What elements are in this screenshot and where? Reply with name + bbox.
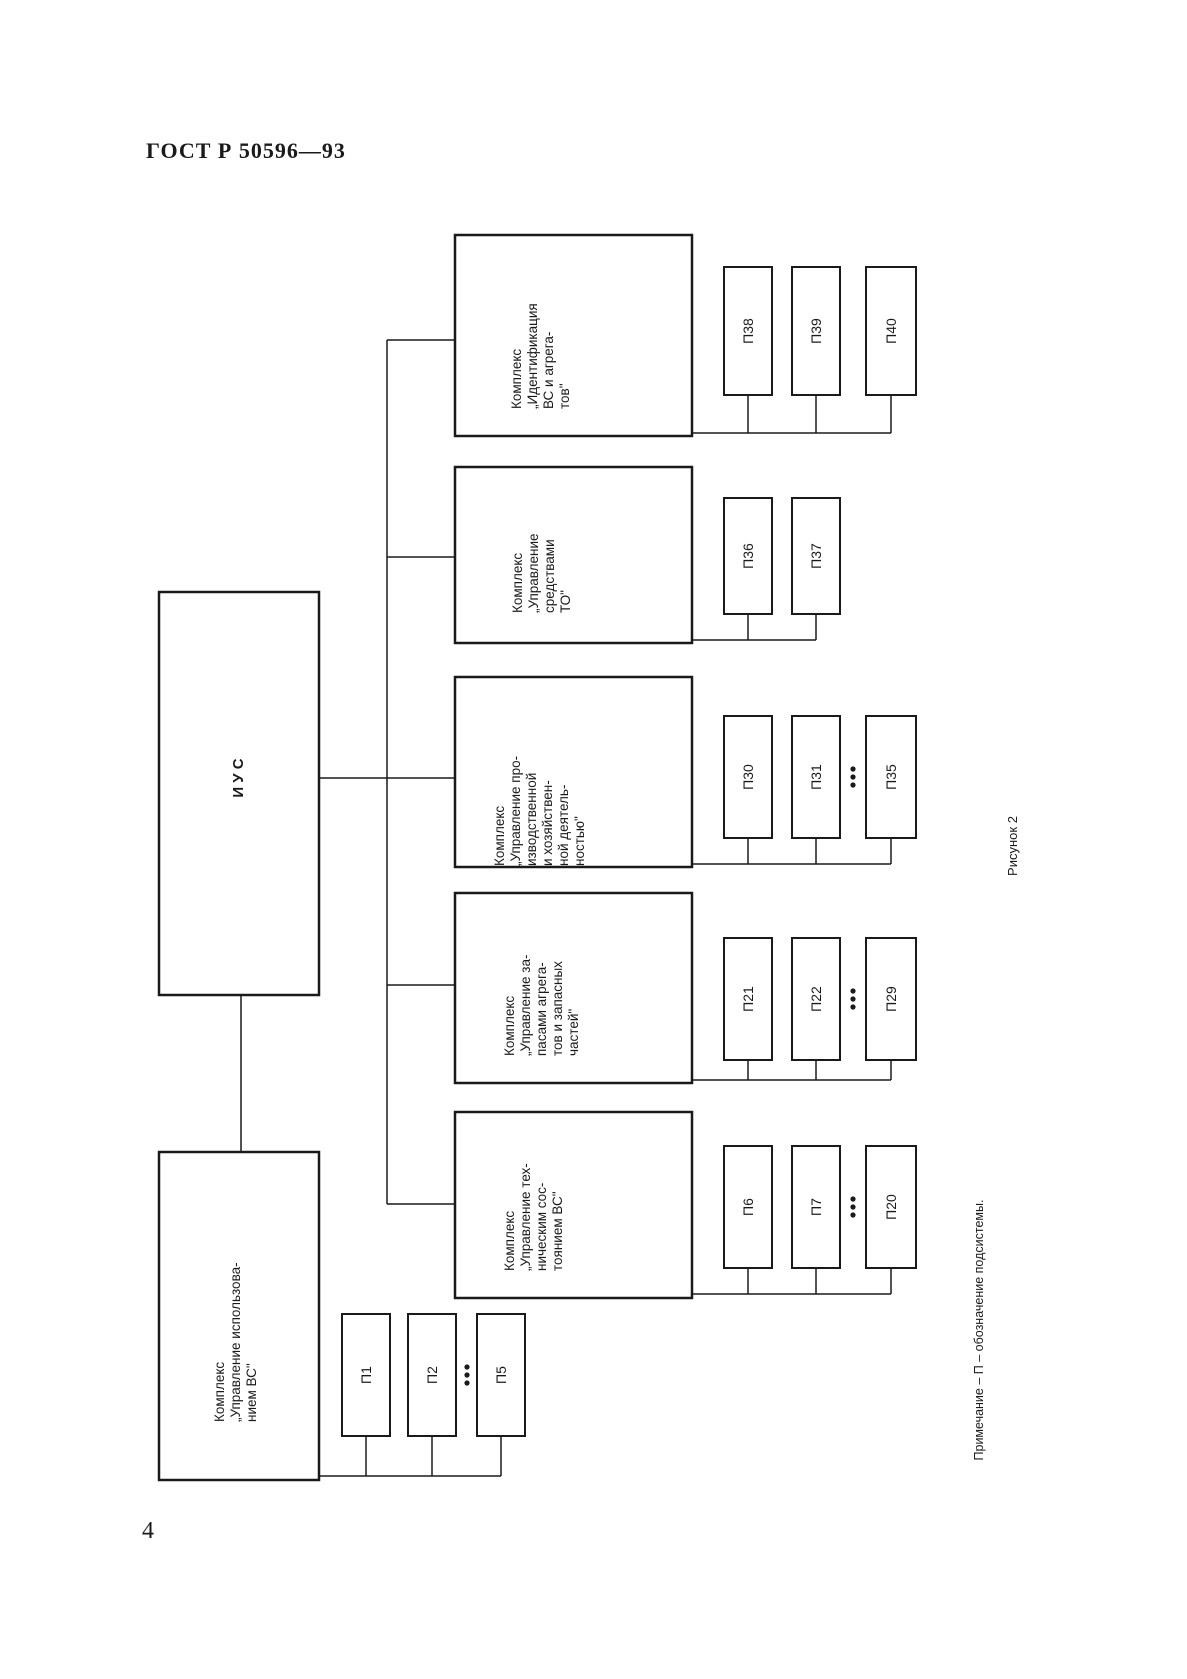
complex-label-5: Комплекс „Идентификация ВС и агрега- тов… [509, 303, 572, 409]
figure-caption: Рисунок 2 [1005, 816, 1020, 876]
subsystem-label: П1 [358, 1366, 374, 1384]
subsystem-box [791, 1145, 841, 1269]
subsystem-label: П30 [740, 764, 756, 790]
page-number: 4 [142, 1518, 154, 1544]
subsystem-label: П31 [808, 764, 824, 790]
complex-label-2: Комплекс „Управление за- пасами агрега- … [502, 954, 581, 1057]
subsystem-label: П22 [808, 986, 824, 1012]
subsystem-box [723, 937, 773, 1061]
root-box [157, 590, 321, 997]
subsystem-box [865, 715, 917, 839]
subsystem-box [723, 715, 773, 839]
subsystem-label: П7 [808, 1198, 824, 1216]
subsystem-label: П29 [883, 986, 899, 1012]
complex-label-4: Комплекс „Управление средствами ТО" [510, 533, 573, 613]
subsystem-label: П21 [740, 986, 756, 1012]
usage-complex-box [157, 1150, 321, 1482]
complex-box-2 [453, 891, 694, 1085]
subsystem-box [341, 1313, 391, 1437]
subsystem-box [791, 266, 841, 396]
subsystem-box [723, 1145, 773, 1269]
subsystem-label: П5 [493, 1366, 509, 1384]
complex-box-3 [453, 675, 694, 869]
usage-complex-label: Комплекс „Управление использова- нием ВС… [212, 1262, 259, 1422]
subsystem-label: П38 [740, 318, 756, 344]
subsystem-box [407, 1313, 457, 1437]
document-header: ГОСТ Р 50596—93 [146, 138, 346, 163]
complex-box-4 [453, 465, 694, 645]
subsystem-label: П35 [883, 764, 899, 790]
root-label: И У С [230, 758, 247, 798]
subsystem-label: П39 [808, 318, 824, 344]
subsystem-label: П36 [740, 543, 756, 569]
subsystem-box [791, 497, 841, 615]
complex-box-1 [453, 1110, 694, 1300]
subsystem-label: П37 [808, 543, 824, 569]
subsystem-box [865, 937, 917, 1061]
subsystem-box [865, 1145, 917, 1269]
subsystem-box [476, 1313, 526, 1437]
subsystem-box [723, 266, 773, 396]
complex-label-1: Комплекс „Управление тех- ническим сос- … [502, 1163, 565, 1271]
figure-note: Примечание – П – обозначение подсистемы. [972, 1199, 986, 1461]
subsystem-label: П20 [883, 1194, 899, 1220]
complex-label-3: Комплекс „Управление про- изводственной … [492, 755, 587, 866]
subsystem-box [791, 715, 841, 839]
subsystem-box [723, 497, 773, 615]
subsystem-box [865, 266, 917, 396]
subsystem-label: П40 [883, 318, 899, 344]
subsystem-label: П2 [424, 1366, 440, 1384]
subsystem-label: П6 [740, 1198, 756, 1216]
complex-box-5 [453, 233, 694, 438]
